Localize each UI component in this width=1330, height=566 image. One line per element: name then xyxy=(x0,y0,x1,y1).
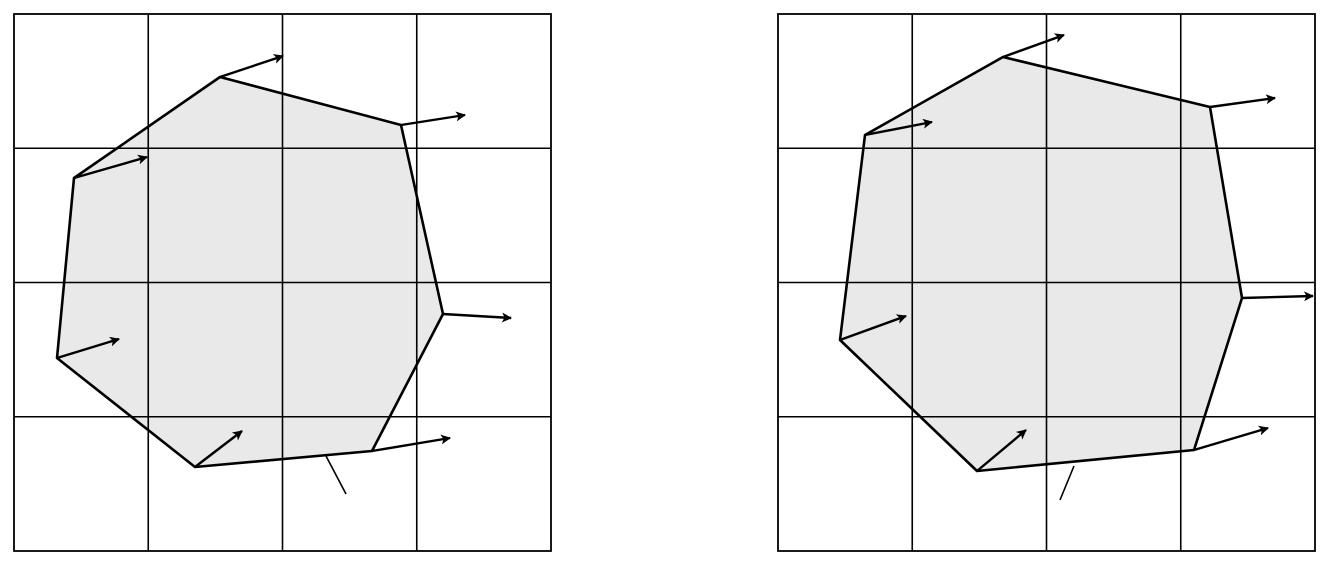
velocity-arrow xyxy=(219,54,284,79)
velocity-arrow xyxy=(1193,425,1269,452)
panel-right xyxy=(777,13,1316,552)
velocity-arrow xyxy=(194,430,243,468)
grid-frame xyxy=(13,13,552,552)
velocity-arrow xyxy=(1241,291,1314,302)
velocity-arrow xyxy=(864,118,933,137)
velocity-arrow xyxy=(1209,94,1276,109)
polygon-outline xyxy=(55,75,445,469)
polygon-outline xyxy=(838,55,1244,473)
velocity-arrow xyxy=(56,336,120,360)
grid-frame xyxy=(777,13,1316,552)
velocity-arrow xyxy=(442,312,512,323)
velocity-arrow xyxy=(976,429,1027,472)
velocity-arrow xyxy=(839,314,907,342)
velocity-arrow xyxy=(371,434,451,453)
edge-normal-tick xyxy=(1059,465,1075,501)
polygon-region xyxy=(57,77,443,467)
panel-left xyxy=(13,13,552,552)
polygon-region xyxy=(840,57,1242,471)
velocity-arrow xyxy=(73,154,148,180)
velocity-arrow xyxy=(400,111,466,127)
velocity-arrow xyxy=(1002,33,1065,59)
edge-normal-tick xyxy=(325,455,347,495)
